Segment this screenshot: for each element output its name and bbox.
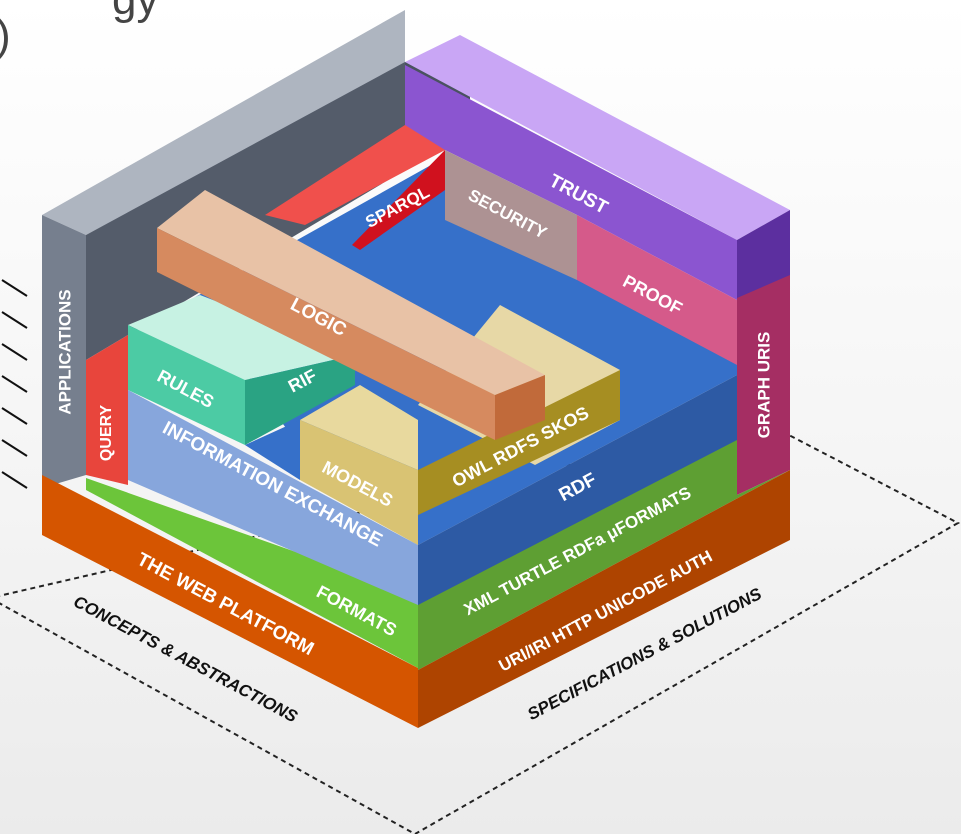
query-label: QUERY (98, 405, 115, 462)
rdf-face (418, 375, 737, 615)
graph-uris-top (737, 210, 790, 300)
models-top (300, 385, 418, 470)
heading-paren-fragment: ) (0, 11, 11, 60)
trust-block (405, 65, 737, 300)
security-block (445, 150, 577, 280)
base-floor-dashed (0, 418, 961, 834)
logic-end (495, 375, 545, 440)
heading-fragment: gy (112, 0, 158, 24)
web-platform-face (42, 475, 418, 728)
rif-blue-gap (245, 420, 300, 480)
sparql-block (352, 150, 445, 250)
owl-block (418, 370, 620, 515)
rules-block (128, 325, 245, 445)
applications-label: APPLICATIONS (55, 289, 74, 414)
rules-top (128, 295, 355, 380)
graph-uris-column (737, 275, 790, 495)
query-column (86, 335, 128, 485)
platform-specs-face (418, 470, 790, 728)
info-exchange-face (128, 390, 418, 605)
graph-uris-label: GRAPH URIS (754, 332, 773, 439)
format-specs-face (418, 440, 790, 670)
leader-lines (1, 279, 28, 489)
proof-block (577, 215, 737, 365)
formats-face (86, 478, 418, 668)
trust-top (405, 35, 790, 240)
sparql-top (265, 125, 445, 225)
logic-top (157, 190, 545, 395)
models-block (300, 420, 418, 545)
logic-block (157, 228, 495, 440)
rif-block (245, 355, 355, 445)
